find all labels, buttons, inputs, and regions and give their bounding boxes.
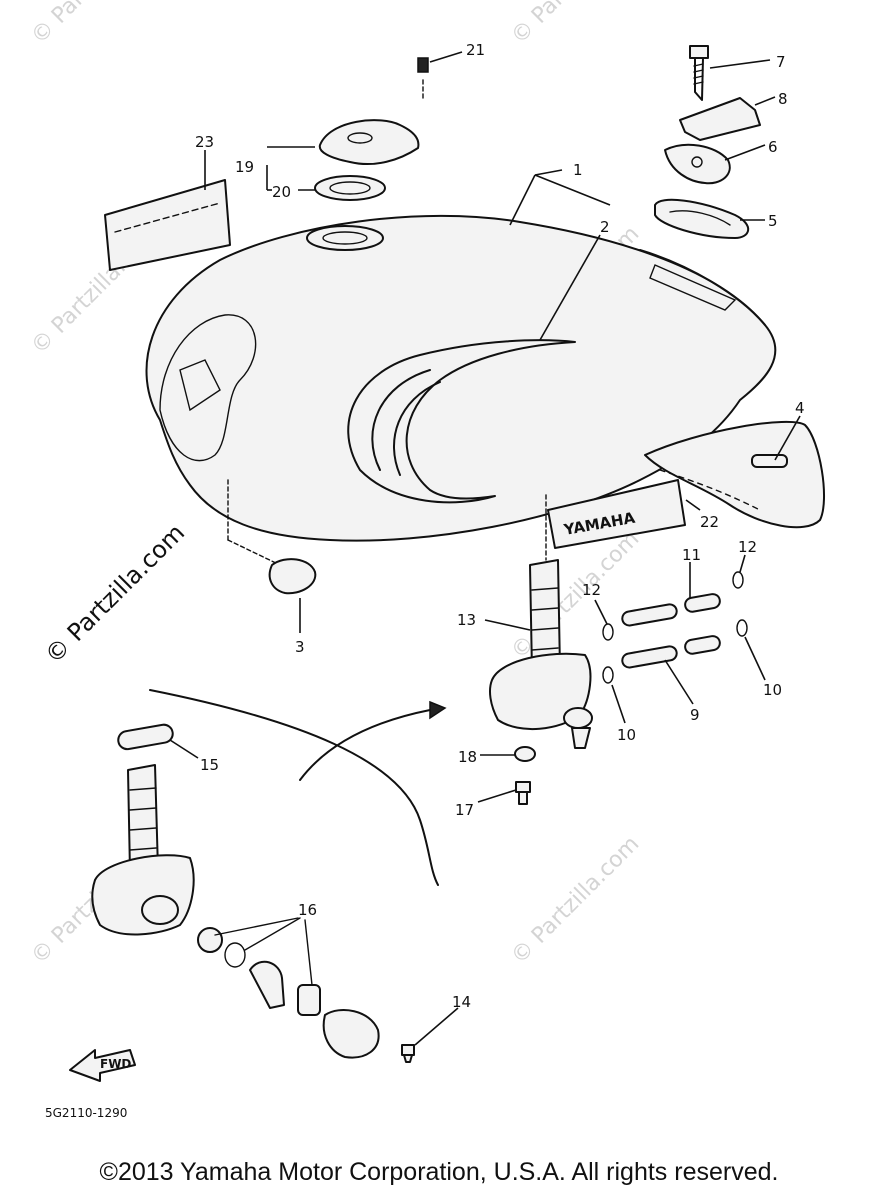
part-7-bolt [689, 45, 709, 101]
filler-opening [306, 225, 384, 251]
callout-10a: 10 [617, 726, 636, 744]
callouts: 1 2 3 4 5 6 7 8 9 10 10 11 12 12 13 14 1… [195, 41, 805, 1011]
callout-10b: 10 [763, 681, 782, 699]
callout-14: 14 [452, 993, 471, 1011]
part-10-clip [602, 619, 748, 684]
callout-5: 5 [768, 212, 778, 230]
watermark: © Partzilla.com [507, 0, 645, 49]
part-5-grommet [654, 198, 750, 239]
callout-12a: 12 [582, 581, 601, 599]
part-9-hose [621, 635, 721, 669]
callout-7: 7 [776, 53, 786, 71]
part-18-washer [514, 746, 536, 762]
callout-8: 8 [778, 90, 788, 108]
lever-plate [322, 1009, 380, 1059]
callout-3: 3 [295, 638, 305, 656]
alt-fuel-cock [91, 764, 195, 936]
callout-15: 15 [200, 756, 219, 774]
callout-20: 20 [272, 183, 291, 201]
callout-19: 19 [235, 158, 254, 176]
callout-9: 9 [690, 706, 700, 724]
callout-1: 1 [573, 161, 583, 179]
part-22-emblem: YAMAHA [547, 479, 686, 549]
callout-6: 6 [768, 138, 778, 156]
callout-4: 4 [795, 399, 805, 417]
part-3-cap [227, 479, 317, 595]
callout-21: 21 [466, 41, 485, 59]
part-6-plate [664, 143, 731, 185]
callout-18: 18 [458, 748, 477, 766]
fuel-tank [145, 214, 777, 542]
part-16-kit [197, 917, 321, 1016]
part-14-screw [401, 1044, 415, 1063]
callout-13: 13 [457, 611, 476, 629]
callout-22: 22 [700, 513, 719, 531]
part-15-gasket [117, 723, 174, 751]
fwd-label: FWD [100, 1057, 131, 1071]
part-12-clip [602, 571, 744, 641]
leader-lines [169, 51, 801, 1046]
part-4-rear-pad [644, 420, 826, 529]
callout-17: 17 [455, 801, 474, 819]
diagram-code: 5G2110-1290 [45, 1106, 127, 1120]
callout-23: 23 [195, 133, 214, 151]
version-bracket [149, 689, 447, 886]
part-11-hose [621, 593, 721, 627]
watermark: © Partzilla.com [507, 832, 645, 970]
watermark: © Partzilla.com [507, 527, 645, 665]
part-17-screw [515, 781, 531, 805]
copyright-notice: ©2013 Yamaha Motor Corporation, U.S.A. A… [99, 1158, 779, 1186]
callout-11: 11 [682, 546, 701, 564]
part-8-bracket [679, 97, 761, 141]
fwd-arrow-icon: FWD [69, 1049, 136, 1082]
part-20-cap-gasket [314, 175, 386, 201]
callout-2: 2 [600, 218, 610, 236]
part-19-fuel-cap [318, 119, 420, 166]
watermark: © Partzilla.com [27, 0, 165, 49]
watermark-prominent: © Partzilla.com [39, 518, 190, 669]
part-23-decal [104, 179, 231, 271]
callout-12b: 12 [738, 538, 757, 556]
part-21-screw [417, 57, 429, 101]
callout-16: 16 [298, 901, 317, 919]
part-13-fuel-cock [489, 494, 593, 749]
